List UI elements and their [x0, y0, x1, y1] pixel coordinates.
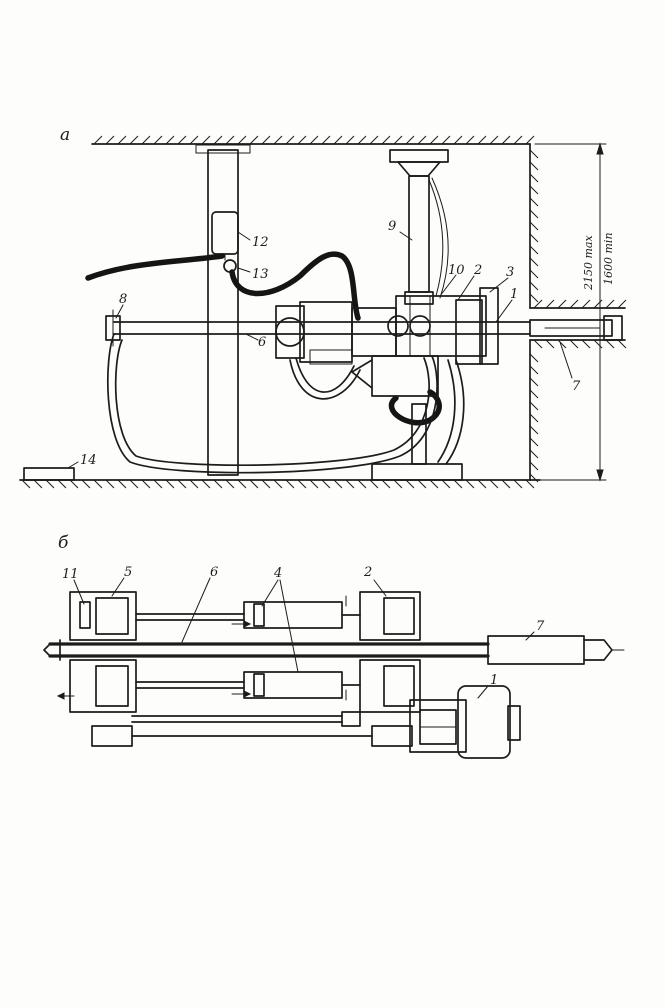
dim-min-label: 1600 min: [602, 232, 615, 285]
flow-arrows: [58, 596, 346, 700]
label-b-6: 6: [210, 565, 218, 580]
base-plate: [372, 464, 462, 480]
support-column: [196, 145, 250, 475]
guide-rods: [132, 712, 372, 736]
drill-rod-6-plan: [44, 640, 488, 660]
label-b-11: 11: [62, 567, 79, 582]
label-a-10: 10: [448, 263, 465, 278]
height-dimension: 2150 max 1600 min: [535, 144, 615, 480]
label-b-7: 7: [536, 619, 545, 634]
control-box-12: [212, 212, 238, 272]
label-b-4: 4: [273, 566, 282, 581]
motor-1: [410, 686, 520, 758]
view-a: а: [20, 125, 626, 488]
labels-b: 11 5 6 4 2 7 1: [62, 565, 545, 688]
label-a-3: 3: [506, 265, 514, 280]
label-a-12: 12: [252, 235, 269, 250]
leader-lines-b: [74, 578, 534, 698]
section-b-label: б: [58, 533, 69, 553]
label-a-6: 6: [258, 335, 266, 350]
drill-bit-7: [488, 636, 624, 664]
label-b-5: 5: [124, 565, 132, 580]
label-a-7: 7: [572, 379, 581, 394]
label-a-2: 2: [473, 263, 482, 278]
left-clamp-block-5: [70, 592, 136, 746]
label-a-9: 9: [388, 219, 396, 234]
label-a-13: 13: [252, 267, 269, 282]
element-14-plate: [24, 468, 74, 480]
section-a-label: а: [60, 125, 70, 145]
label-a-1: 1: [510, 287, 518, 302]
label-b-1: 1: [490, 673, 498, 688]
hydraulic-cylinders-4: [136, 602, 360, 698]
right-wall: [530, 144, 626, 482]
floor-strata: [20, 480, 540, 488]
view-b: б: [44, 533, 624, 758]
roof-strata: [92, 136, 534, 144]
label-a-8: 8: [119, 292, 127, 307]
right-clamp-block-2: [360, 592, 420, 746]
rig-machine-body: [276, 288, 498, 396]
label-a-14: 14: [80, 453, 97, 468]
label-b-2: 2: [363, 565, 372, 580]
dim-max-label: 2150 max: [582, 235, 595, 291]
drill-rod-6: [114, 316, 622, 340]
